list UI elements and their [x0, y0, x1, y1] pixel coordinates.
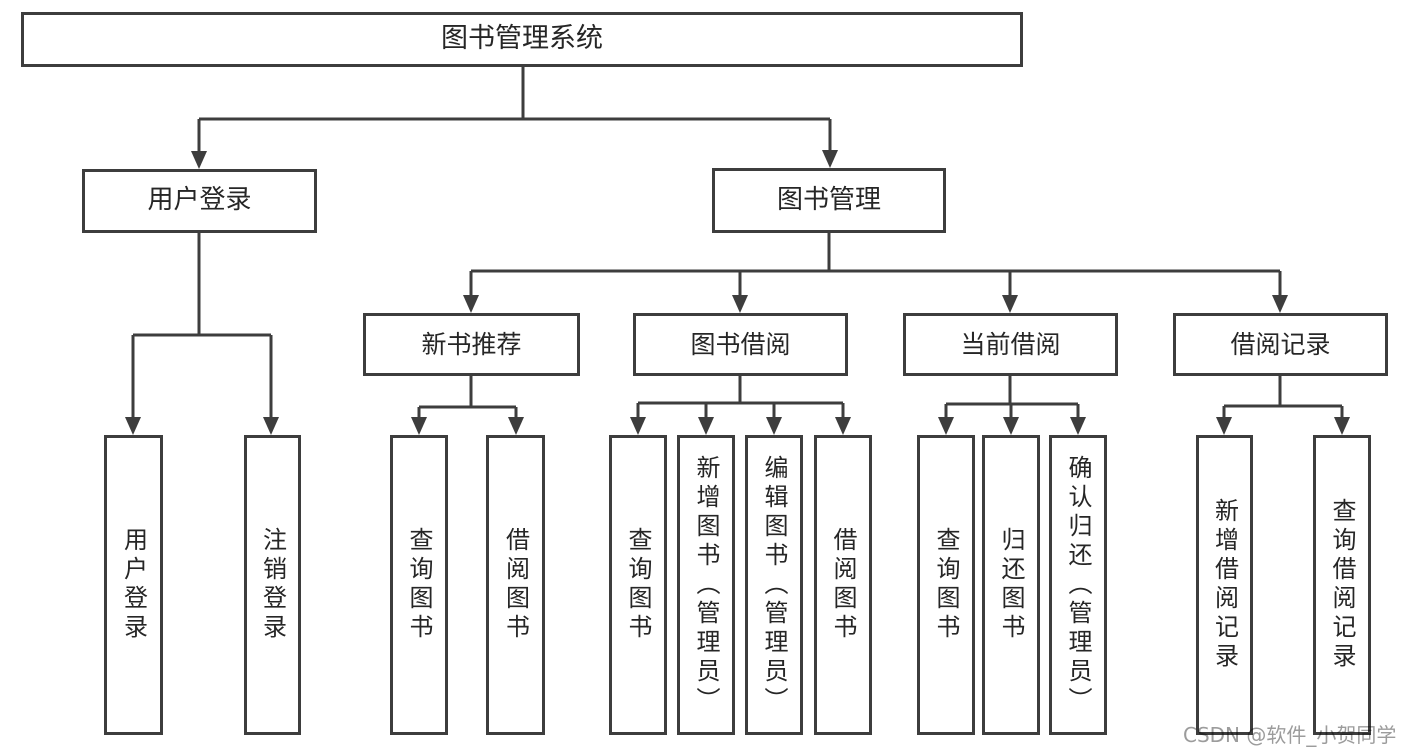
node-borrowing-records: 借阅记录 [1173, 313, 1388, 376]
connector-current-borrowing-children [938, 376, 1086, 435]
node-book-borrowing-label: 图书借阅 [690, 329, 791, 359]
leaf-nb-borrow-books: 借阅图书 [486, 435, 545, 735]
node-book-management: 图书管理 [712, 168, 946, 233]
connector-borrowing-records-children [1216, 376, 1350, 435]
leaf-bb-query-books-label: 查询图书 [624, 527, 652, 643]
leaf-logout-label: 注销登录 [258, 527, 287, 643]
csdn-watermark: CSDN @软件_小贺同学 [1183, 723, 1397, 747]
node-borrowing-records-label: 借阅记录 [1230, 329, 1331, 359]
leaf-bb-add-books-admin-label: 新增图书（管理员） [692, 454, 720, 716]
node-new-book-recommend: 新书推荐 [363, 313, 580, 376]
leaf-br-query-record: 查询借阅记录 [1313, 435, 1371, 735]
leaf-cb-confirm-return-admin: 确认归还（管理员） [1049, 435, 1107, 735]
leaf-nb-query-books: 查询图书 [390, 435, 448, 735]
leaf-cb-return-books: 归还图书 [982, 435, 1040, 735]
node-current-borrowing: 当前借阅 [903, 313, 1118, 376]
leaf-cb-query-books-label: 查询图书 [932, 527, 960, 643]
leaf-bb-edit-books-admin-label: 编辑图书（管理员） [760, 454, 788, 716]
leaf-logout: 注销登录 [244, 435, 301, 735]
connector-new-book-children [411, 376, 524, 435]
leaf-nb-borrow-books-label: 借阅图书 [501, 527, 530, 643]
leaf-bb-borrow-books-label: 借阅图书 [829, 527, 857, 643]
leaf-br-add-record-label: 新增借阅记录 [1210, 498, 1239, 672]
connector-user-login-children [125, 233, 279, 435]
node-current-borrowing-label: 当前借阅 [960, 329, 1061, 359]
leaf-bb-add-books-admin: 新增图书（管理员） [677, 435, 735, 735]
leaf-nb-query-books-label: 查询图书 [405, 527, 433, 643]
leaf-bb-edit-books-admin: 编辑图书（管理员） [745, 435, 803, 735]
connector-root-to-level2 [191, 67, 838, 169]
node-user-login-label: 用户登录 [147, 185, 252, 216]
leaf-user-login: 用户登录 [104, 435, 163, 735]
node-book-management-label: 图书管理 [776, 184, 881, 215]
leaf-cb-confirm-return-admin-label: 确认归还（管理员） [1064, 454, 1092, 716]
connector-book-management-children [463, 233, 1288, 313]
node-book-borrowing: 图书借阅 [633, 313, 848, 376]
leaf-br-query-record-label: 查询借阅记录 [1328, 498, 1356, 672]
node-new-book-recommend-label: 新书推荐 [421, 329, 522, 359]
node-root: 图书管理系统 [21, 12, 1023, 67]
node-root-label: 图书管理系统 [441, 23, 603, 55]
leaf-bb-query-books: 查询图书 [609, 435, 667, 735]
connector-book-borrowing-children [630, 376, 851, 435]
leaf-user-login-label: 用户登录 [119, 527, 148, 643]
leaf-cb-query-books: 查询图书 [917, 435, 975, 735]
leaf-bb-borrow-books: 借阅图书 [814, 435, 872, 735]
leaf-br-add-record: 新增借阅记录 [1196, 435, 1253, 735]
leaf-cb-return-books-label: 归还图书 [997, 527, 1025, 643]
node-user-login: 用户登录 [82, 169, 317, 233]
